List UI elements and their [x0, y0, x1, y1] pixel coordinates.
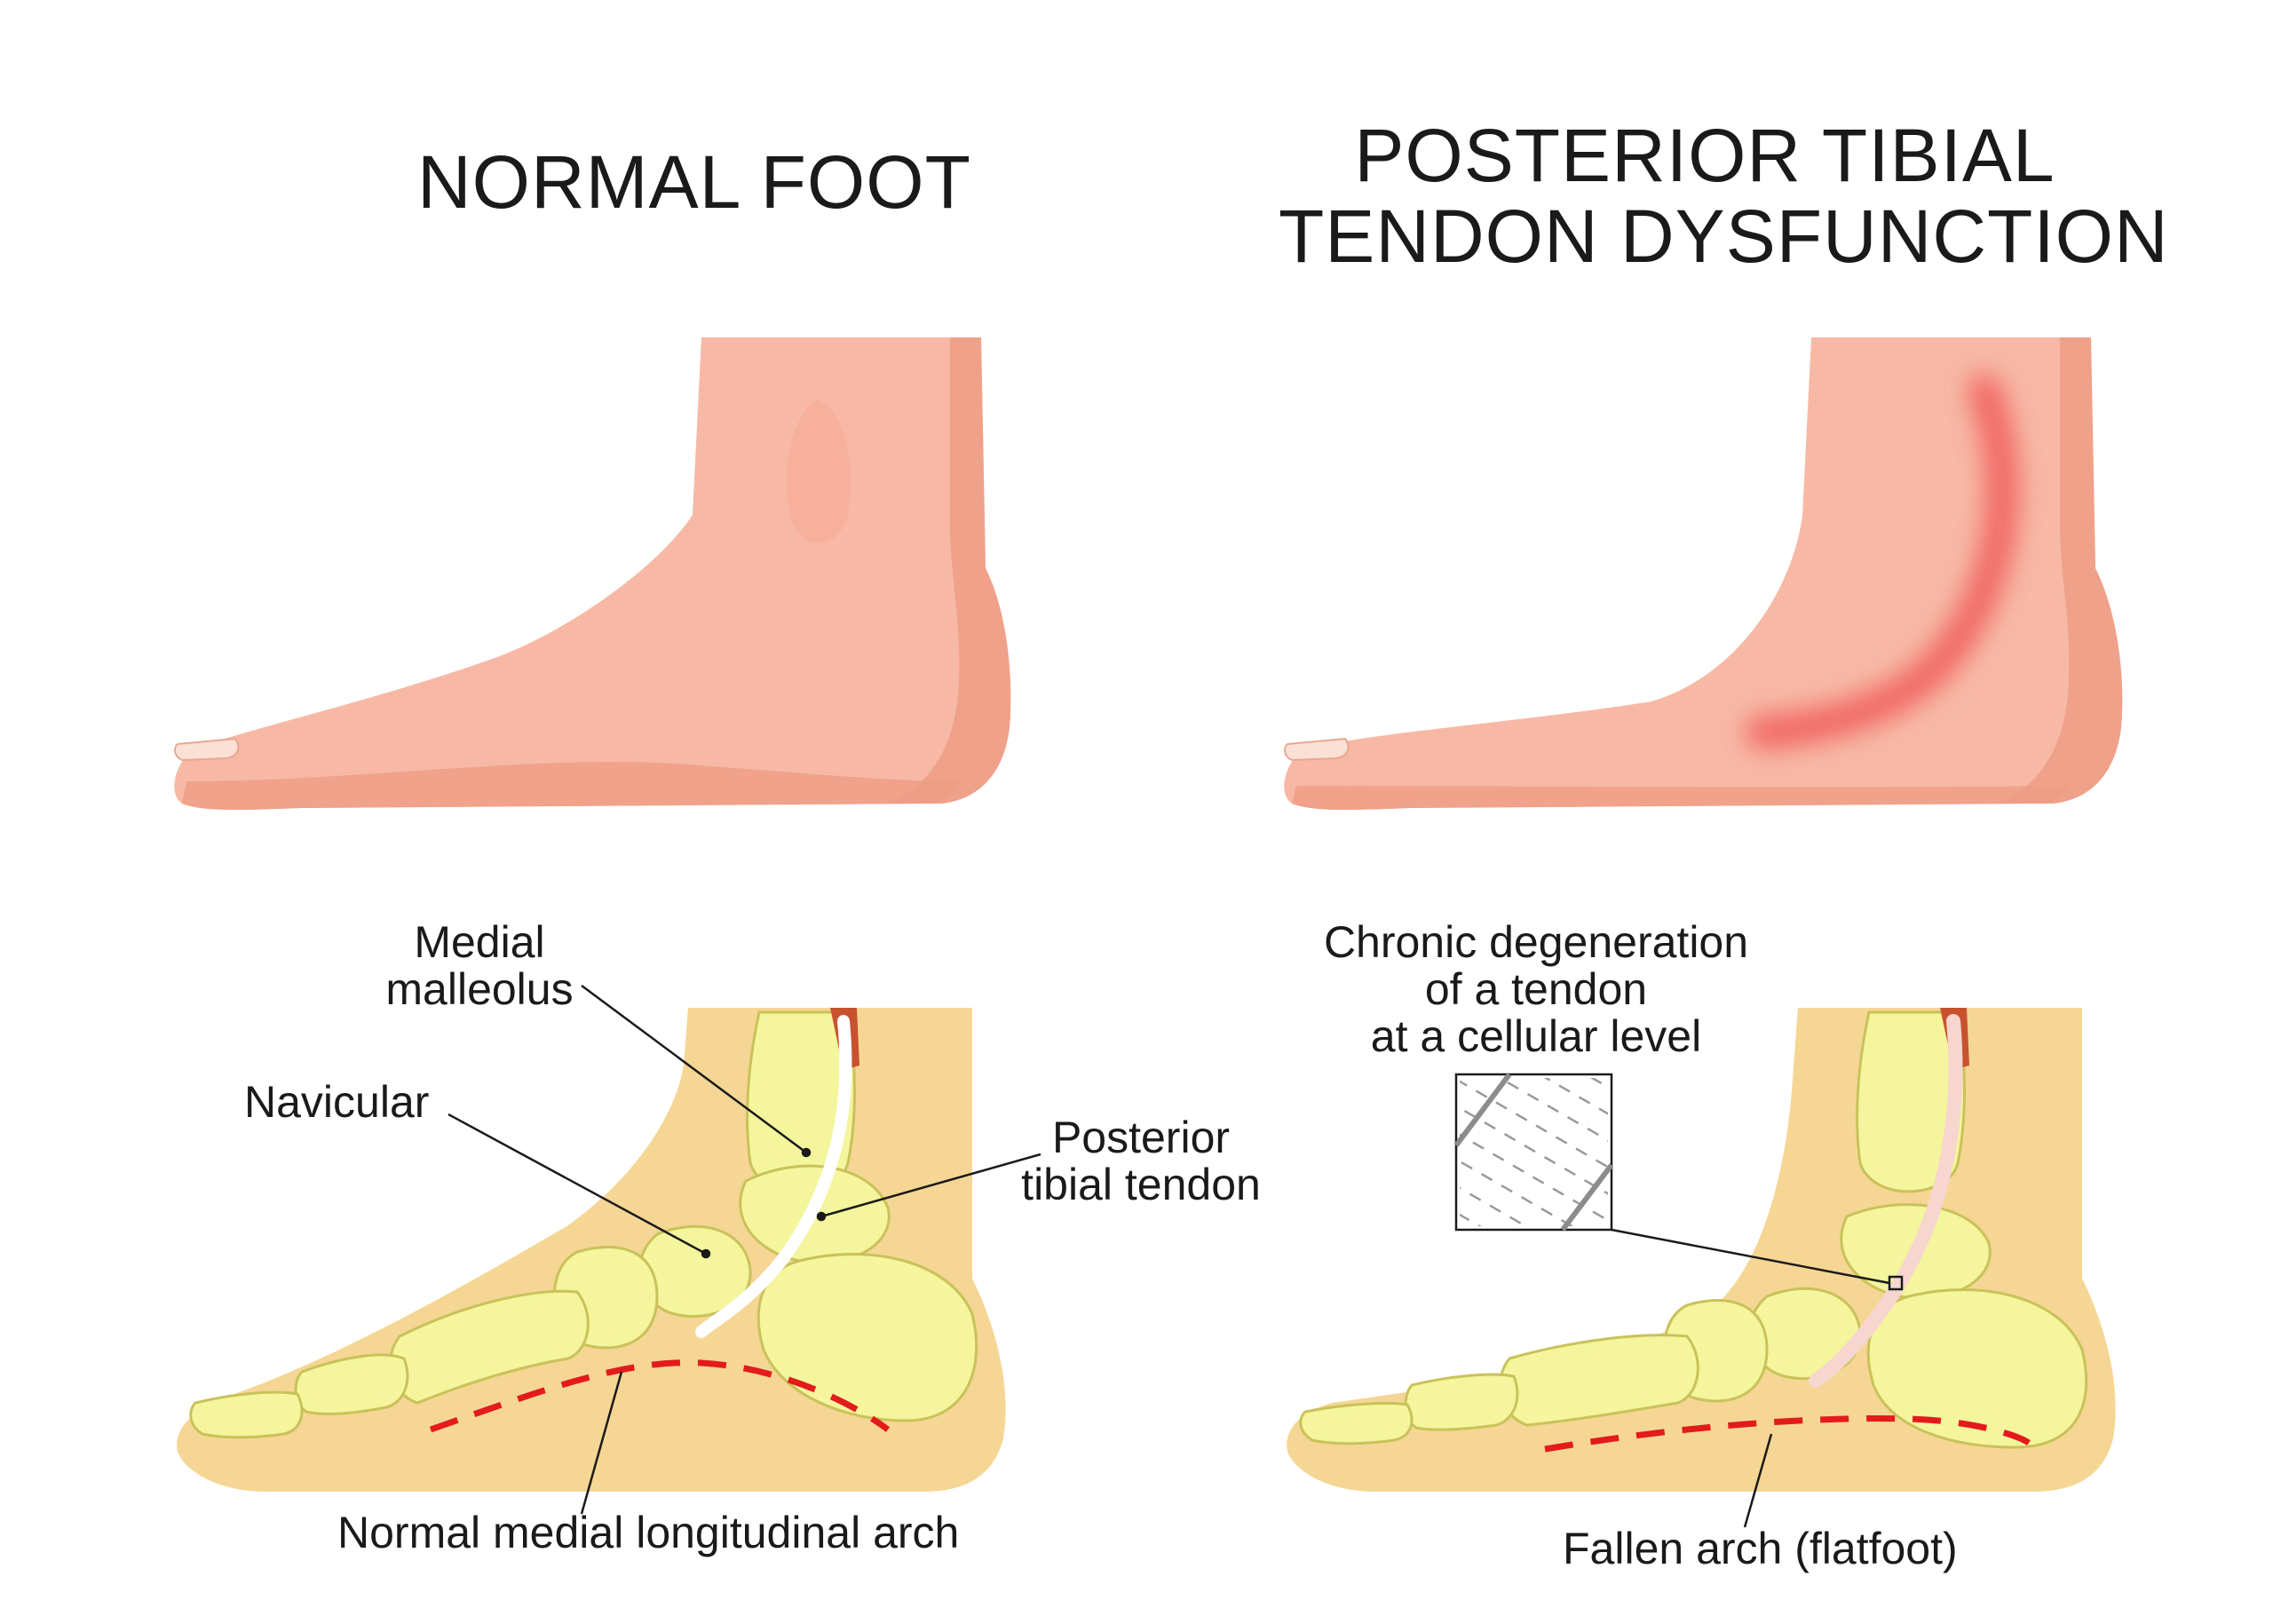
pttd-foot-exterior	[1284, 337, 2123, 811]
title-pttd-line1: POSTERIOR TIBIAL	[1354, 114, 2055, 197]
inflammation-streak	[1746, 374, 2020, 749]
pttd-heel-shadow	[1998, 337, 2123, 804]
leader-posterior-tibial	[820, 1153, 1041, 1218]
label-normal-arch: Normal medial longitudinal arch	[337, 1508, 960, 1557]
normal-malleolus-bump	[787, 400, 851, 543]
pttd-foot-skeleton	[1287, 1008, 2116, 1492]
pttd-toenail	[1284, 737, 1350, 762]
leader-medial-malleolus	[581, 984, 807, 1154]
title-pttd: POSTERIOR TIBIAL TENDON DYSFUNCTION	[1279, 114, 2169, 278]
label-chronic-line1: Chronic degeneration	[1323, 917, 1749, 967]
normal-foot-skeleton	[177, 1008, 1006, 1492]
cellular-inset	[1453, 1073, 1904, 1528]
normal-calcaneus	[756, 1253, 978, 1422]
pttd-tibial-tendon	[1809, 1014, 1963, 1388]
pttd-tibia	[1856, 1010, 1966, 1193]
normal-phalanx-2	[189, 1390, 304, 1439]
normal-leader-lines	[447, 984, 1041, 1515]
label-medial-malleolus: Medial malleolus	[373, 919, 586, 1013]
label-posterior-tibial-tendon: Posterior tibial tendon	[1008, 1114, 1274, 1208]
normal-foot-skin	[174, 337, 1011, 811]
normal-arch-line	[429, 1359, 891, 1433]
label-chronic-degeneration: Chronic degeneration of a tendon at a ce…	[1279, 919, 1794, 1060]
pttd-metatarsal	[1499, 1334, 1699, 1427]
leader-fallen-arch	[1743, 1433, 1773, 1528]
pttd-phalanx-2	[1299, 1401, 1414, 1446]
normal-foot-exterior	[174, 337, 1011, 811]
leader-navicular	[447, 1113, 707, 1256]
normal-toenail	[174, 737, 240, 762]
label-posterior-tibial-line1: Posterior	[1051, 1113, 1231, 1162]
normal-tibial-tendon	[695, 1015, 852, 1338]
leader-inset	[1611, 1228, 1890, 1285]
normal-sole-shadow	[182, 761, 959, 811]
title-pttd-line2: TENDON DYSFUNCTION	[1279, 194, 2169, 278]
label-medial-malleolus-line2: malleolus	[385, 964, 574, 1014]
pttd-sole-shadow	[1292, 786, 2069, 811]
pttd-calcaneus	[1866, 1288, 2088, 1449]
label-navicular: Navicular	[244, 1077, 430, 1127]
label-medial-malleolus-line1: Medial	[414, 917, 545, 967]
title-normal-foot: NORMAL FOOT	[417, 140, 971, 224]
label-chronic-line3: at a cellular level	[1370, 1011, 1702, 1061]
pttd-arch-line	[1544, 1415, 2031, 1453]
label-chronic-line2: of a tendon	[1424, 964, 1648, 1014]
label-posterior-tibial-line2: tibial tendon	[1021, 1160, 1261, 1209]
normal-heel-shadow	[888, 337, 1011, 804]
pttd-phalanx-1	[1404, 1373, 1519, 1431]
leader-normal-arch	[580, 1371, 623, 1515]
label-fallen-arch: Fallen arch (flatfoot)	[1563, 1524, 1958, 1573]
